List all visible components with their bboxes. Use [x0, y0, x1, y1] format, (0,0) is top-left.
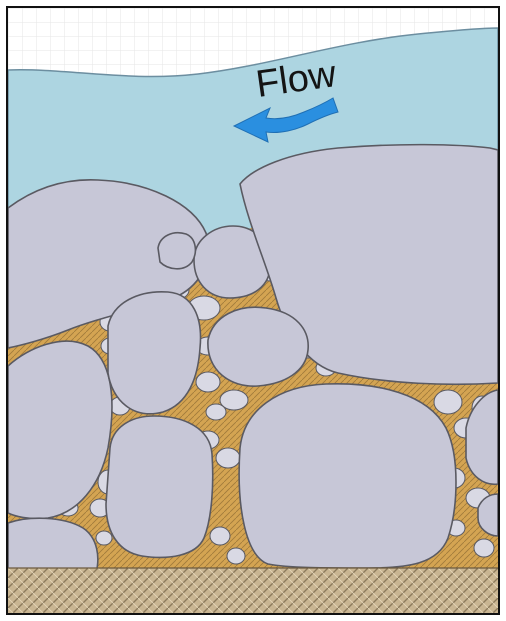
boulder-upper-mid: [158, 233, 195, 269]
streambed-diagram: Flow: [8, 8, 498, 613]
boulder-column-two: [108, 292, 201, 414]
boulder-mid-right-small: [208, 307, 308, 386]
boulder-lower-center: [106, 416, 213, 557]
bedrock-layer: [8, 568, 498, 613]
boulder-lower-right: [239, 384, 456, 568]
diagram-frame: Flow: [6, 6, 500, 615]
